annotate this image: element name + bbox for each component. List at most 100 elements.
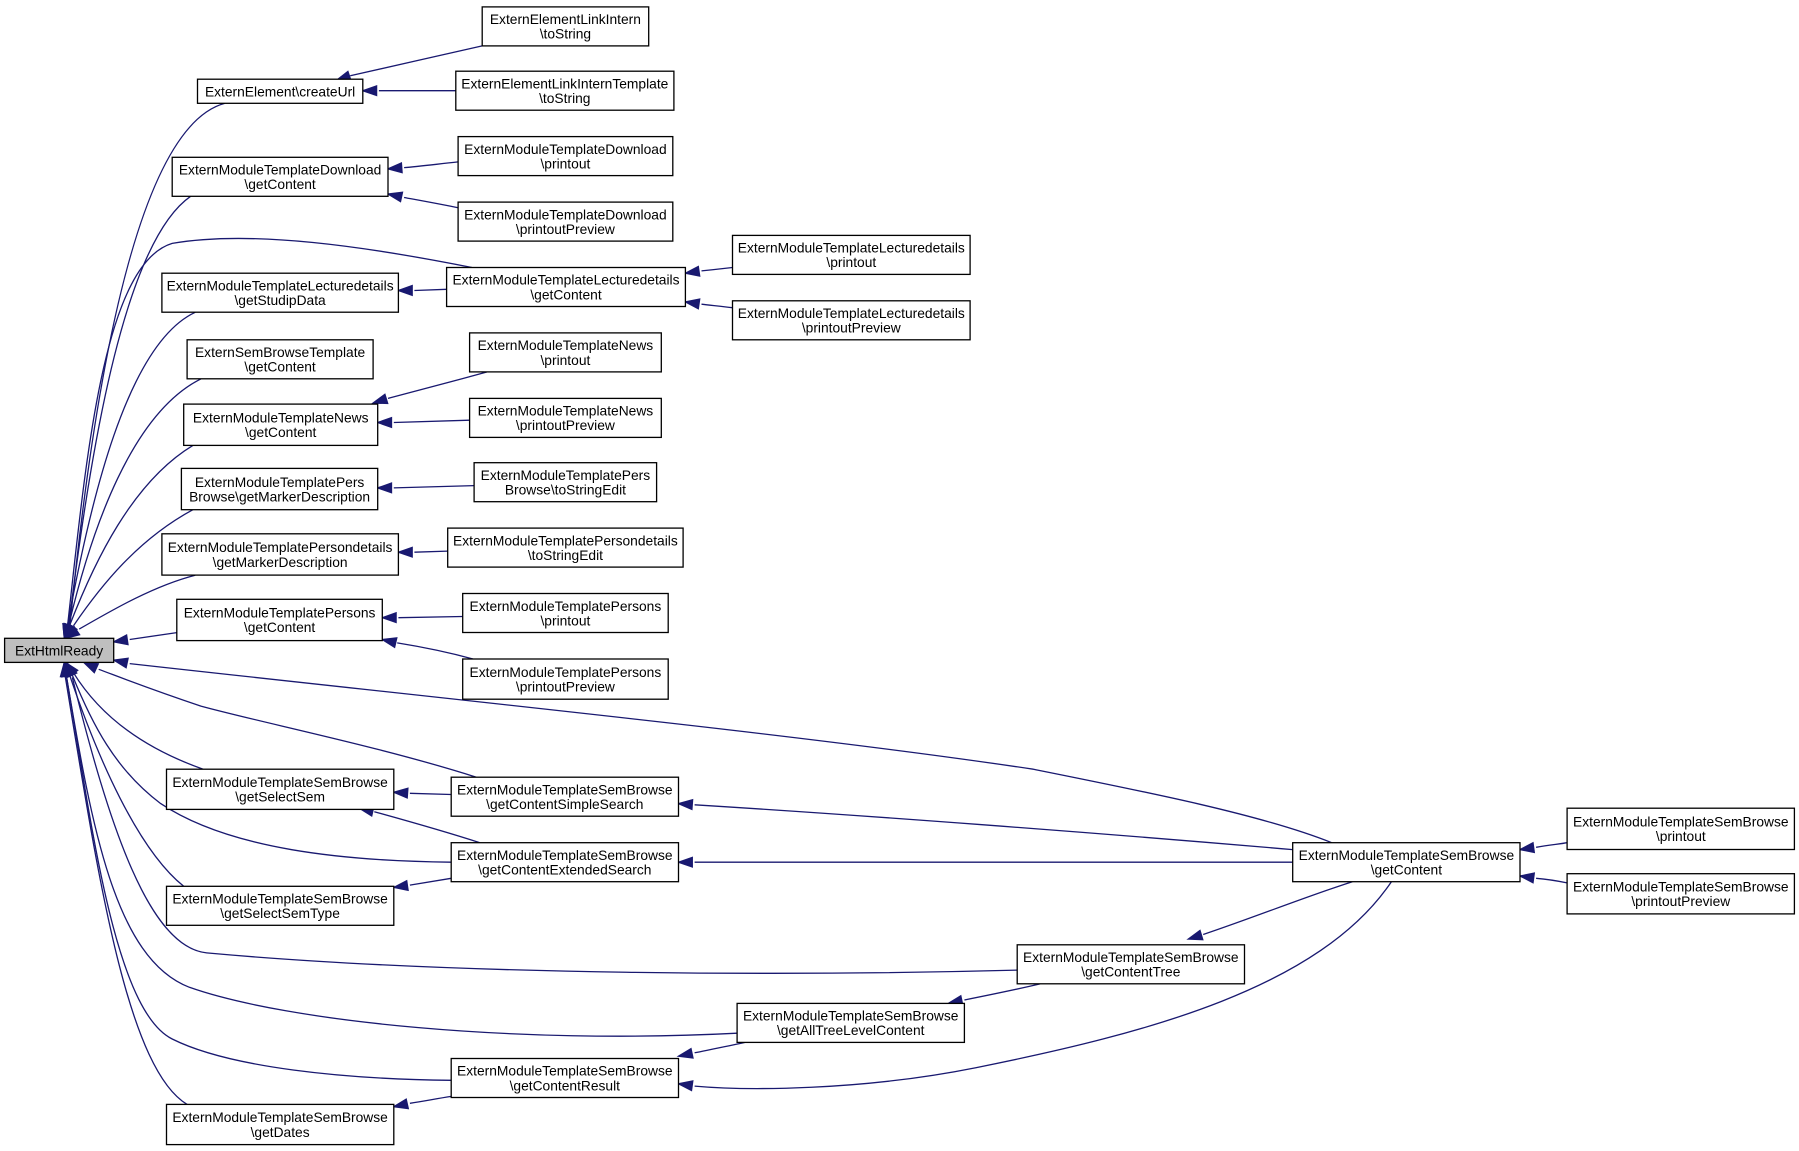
arrowhead — [396, 546, 413, 558]
edge-line — [409, 792, 452, 796]
node-emtd_printoutPreview[interactable]: ExternModuleTemplateDownload\printoutPre… — [457, 201, 674, 242]
edge-emtsb_getContentSimpleSearch-to-emtsb_getSelectSem — [391, 787, 452, 799]
node-emtsb_getContentResult[interactable]: ExternModuleTemplateSemBrowse\getContent… — [450, 1057, 680, 1099]
node-box — [455, 70, 675, 111]
node-box — [1292, 842, 1521, 883]
node-emtd_printout[interactable]: ExternModuleTemplateDownload\printout — [457, 135, 674, 177]
edge-line — [129, 662, 1332, 844]
arrowhead — [391, 1098, 410, 1110]
node-emtp_printout[interactable]: ExternModuleTemplatePersons\printout — [462, 592, 669, 634]
node-emtsb_printout[interactable]: ExternModuleTemplateSemBrowse\printout — [1566, 807, 1796, 851]
node-esbt_getContent[interactable]: ExternSemBrowseTemplate\getContent — [186, 339, 374, 380]
edge-emtsb_getContentTree-to-emtsb_getAllTreeLevelContent — [946, 983, 1041, 1006]
node-emtsb_printoutPreview[interactable]: ExternModuleTemplateSemBrowse\printoutPr… — [1566, 873, 1796, 915]
node-emtsb_getContent[interactable]: ExternModuleTemplateSemBrowse\getContent — [1292, 842, 1521, 883]
node-ee_createUrl[interactable]: ExternElement\createUrl — [196, 78, 364, 104]
edge-line — [71, 677, 1018, 974]
edge-emtsb_getContent-to-emtsb_getContentResult — [676, 881, 1392, 1092]
node-label-line: ExternModuleTemplatePersondetails — [453, 533, 678, 548]
node-emtl_printoutPreview[interactable]: ExternModuleTemplateLecturedetails\print… — [731, 300, 971, 341]
edge-line — [414, 288, 447, 292]
node-label-line: \printout — [1656, 829, 1706, 844]
arrowhead — [396, 284, 413, 297]
arrowhead — [391, 879, 409, 892]
node-label-line: ExternModuleTemplateLecturedetails — [167, 279, 394, 294]
edge-line — [409, 1095, 452, 1104]
edge-line — [69, 444, 194, 625]
edge-line — [67, 237, 473, 625]
node-label-line: ExternModuleTemplatePers — [481, 468, 651, 483]
node-box — [1016, 944, 1246, 985]
node-box — [450, 776, 680, 817]
node-emtsb_getSelectSemType[interactable]: ExternModuleTemplateSemBrowse\getSelectS… — [165, 885, 395, 926]
node-emtpb_getMarker[interactable]: ExternModuleTemplatePersBrowse\getMarker… — [180, 467, 379, 511]
node-box — [450, 1057, 680, 1099]
edge-emtd_printoutPreview-to-emtd_getContent — [386, 191, 459, 209]
edge-line — [72, 672, 204, 770]
node-emtn_printoutPreview[interactable]: ExternModuleTemplateNews\printoutPreview — [468, 397, 662, 439]
node-label-line: \getMarkerDescription — [213, 555, 348, 570]
edge-line — [1202, 881, 1353, 936]
arrowhead — [676, 1047, 694, 1059]
node-emtpb_toStringEdit[interactable]: ExternModuleTemplatePersBrowse\toStringE… — [473, 462, 658, 503]
edge-line — [64, 677, 188, 1105]
node-label-line: ExternModuleTemplateLecturedetails — [738, 241, 965, 256]
node-root[interactable]: ExtHtmlReady — [3, 637, 115, 664]
node-emtn_getContent[interactable]: ExternModuleTemplateNews\getContent — [183, 403, 379, 447]
node-box — [186, 339, 374, 380]
edge-line — [65, 677, 738, 1037]
node-label-line: ExternModuleTemplateDownload — [464, 142, 666, 157]
edge-emtn_printout-to-emtn_getContent — [371, 371, 487, 405]
edge-line — [393, 484, 475, 489]
node-emtp_getContent[interactable]: ExternModuleTemplatePersons\getContent — [176, 598, 383, 642]
node-emtn_printout[interactable]: ExternModuleTemplateNews\printout — [468, 332, 662, 373]
arrowhead — [380, 637, 398, 649]
edge-line — [350, 45, 483, 77]
node-label-line: ExternModuleTemplateSemBrowse — [172, 775, 388, 790]
node-label-line: ExternModuleTemplateSemBrowse — [1299, 848, 1515, 863]
node-label-line: ExternSemBrowseTemplate — [195, 345, 366, 360]
node-emtd_getContent[interactable]: ExternModuleTemplateDownload\getContent — [171, 156, 389, 197]
arrowhead — [375, 416, 393, 429]
node-emtsb_getSelectSem[interactable]: ExternModuleTemplateSemBrowse\getSelectS… — [165, 768, 395, 811]
node-emtp_printoutPreview[interactable]: ExternModuleTemplatePersons\printoutPrev… — [462, 658, 669, 700]
node-box — [161, 533, 400, 576]
arrowhead — [676, 856, 693, 868]
arrowhead — [1186, 929, 1204, 941]
edge-line — [694, 804, 1293, 851]
node-label-line: \getContentResult — [510, 1078, 621, 1093]
node-emtsb_getAllTreeLevelContent[interactable]: ExternModuleTemplateSemBrowse\getAllTree… — [736, 1002, 966, 1044]
node-emtpd_getMarker[interactable]: ExternModuleTemplatePersondetails\getMar… — [161, 533, 400, 576]
node-label-line: \printout — [540, 156, 590, 171]
node-emtl_printout[interactable]: ExternModuleTemplateLecturedetails\print… — [731, 234, 971, 276]
node-label-line: ExternElementLinkIntern — [490, 12, 641, 27]
edge-line — [397, 642, 474, 660]
node-box — [481, 6, 650, 47]
node-emtpd_toStringEdit[interactable]: ExternModuleTemplatePersondetails\toStri… — [447, 527, 684, 568]
edge-line — [68, 195, 191, 625]
edge-line — [964, 983, 1041, 1001]
node-emtsb_getContentTree[interactable]: ExternModuleTemplateSemBrowse\getContent… — [1016, 944, 1246, 985]
node-emtsb_getContentSimpleSearch[interactable]: ExternModuleTemplateSemBrowse\getContent… — [450, 776, 680, 817]
arrowhead — [676, 1080, 694, 1092]
node-box — [450, 842, 680, 883]
arrowhead — [82, 661, 100, 674]
edge-emtsb_getContentExtendedSearch-to-emtsb_getSelectSemType — [391, 877, 452, 892]
node-label-line: ExternModuleTemplateSemBrowse — [457, 782, 673, 797]
node-label-line: ExternModuleTemplateNews — [193, 411, 369, 426]
node-emtl_getStudipData[interactable]: ExternModuleTemplateLecturedetails\getSt… — [161, 272, 400, 313]
edge-emtsb_getContent-to-root — [111, 657, 1332, 844]
node-eeli_toString[interactable]: ExternElementLinkIntern\toString — [481, 6, 650, 47]
edge-line — [404, 161, 459, 169]
node-label-line: \printoutPreview — [516, 222, 615, 237]
node-box — [176, 598, 383, 642]
node-emtsb_getDates[interactable]: ExternModuleTemplateSemBrowse\getDates — [165, 1103, 395, 1146]
node-eelit_toString[interactable]: ExternElementLinkInternTemplate\toString — [455, 70, 675, 111]
arrowhead — [683, 265, 701, 277]
node-label-line: \getContent — [244, 620, 316, 635]
node-emtl_getContent[interactable]: ExternModuleTemplateLecturedetails\getCo… — [445, 266, 687, 308]
edge-line — [98, 668, 477, 778]
edge-emtsb_getContentSimpleSearch-to-root — [82, 661, 477, 778]
node-emtsb_getContentExtendedSearch[interactable]: ExternModuleTemplateSemBrowse\getContent… — [450, 842, 680, 883]
